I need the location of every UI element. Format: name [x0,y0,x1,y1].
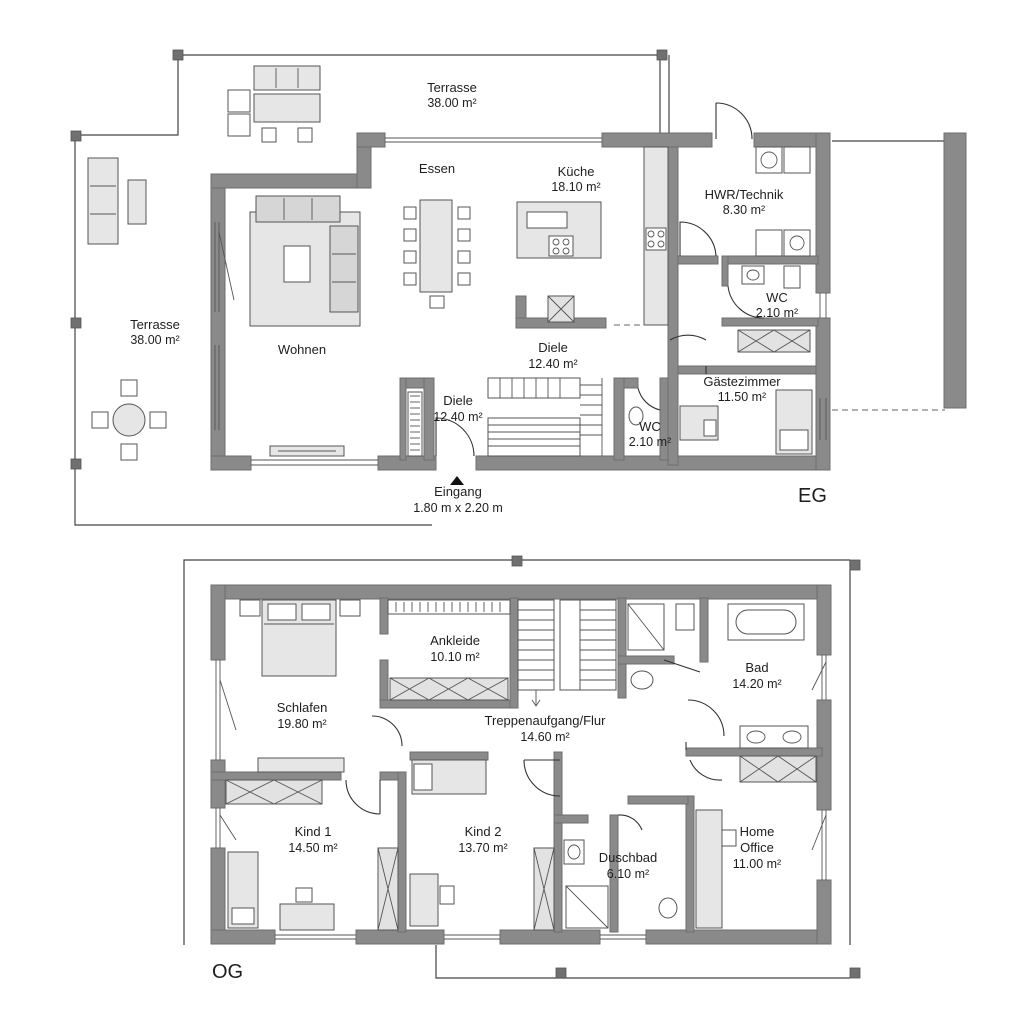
entrance-name: Eingang [434,484,482,499]
duschbad-area: 6.10 m² [607,867,649,881]
kueche-area: 18.10 m² [551,180,600,194]
hwr-area: 8.30 m² [723,203,765,217]
kind1-name: Kind 1 [295,824,332,839]
gaestezimmer-name: Gästezimmer [703,374,781,389]
diele-center-area: 12.40 m² [528,357,577,371]
office-name-line1: Home [740,824,775,839]
eg-room-labels: Terrasse 38.00 m² Terrasse 38.00 m² Esse… [130,80,827,515]
ankleide-area: 10.10 m² [430,650,479,664]
schlafen-area: 19.80 m² [277,717,326,731]
office-area: 11.00 m² [733,857,781,871]
diele-center-name: Diele [538,340,568,355]
floor-tag-og: OG [212,961,243,983]
terrasse-top-name: Terrasse [427,80,477,95]
kueche-name: Küche [558,164,595,179]
schlafen-name: Schlafen [277,700,328,715]
kind2-name: Kind 2 [465,824,502,839]
bad-name: Bad [745,660,768,675]
bad-area: 14.20 m² [732,677,781,691]
wc-right-name: WC [766,290,788,305]
diele-left-area: 12.40 m² [433,410,482,424]
floor-tag-eg: EG [798,485,827,507]
wc-center-name: WC [639,419,661,434]
terrasse-top-area: 38.00 m² [427,96,476,110]
ankleide-name: Ankleide [430,633,480,648]
entrance-size: 1.80 m x 2.20 m [413,501,503,515]
flur-area: 14.60 m² [520,730,569,744]
hwr-name: HWR/Technik [705,187,784,202]
gaestezimmer-area: 11.50 m² [718,390,766,404]
kind1-area: 14.50 m² [288,841,337,855]
terrasse-left-area: 38.00 m² [130,333,179,347]
essen-name: Essen [419,161,455,176]
wohnen-name: Wohnen [278,342,326,357]
wc-right-area: 2.10 m² [756,306,798,320]
upper-floor-plan [183,555,861,979]
kind2-area: 13.70 m² [458,841,507,855]
duschbad-name: Duschbad [599,850,658,865]
og-room-labels: Schlafen 19.80 m² Ankleide 10.10 m² Bad … [212,633,782,983]
terrasse-left-name: Terrasse [130,317,180,332]
wc-center-area: 2.10 m² [629,435,671,449]
diele-left-name: Diele [443,393,473,408]
flur-name: Treppenaufgang/Flur [485,713,607,728]
office-name-line2: Office [740,840,774,855]
ground-floor-plan [70,49,967,526]
